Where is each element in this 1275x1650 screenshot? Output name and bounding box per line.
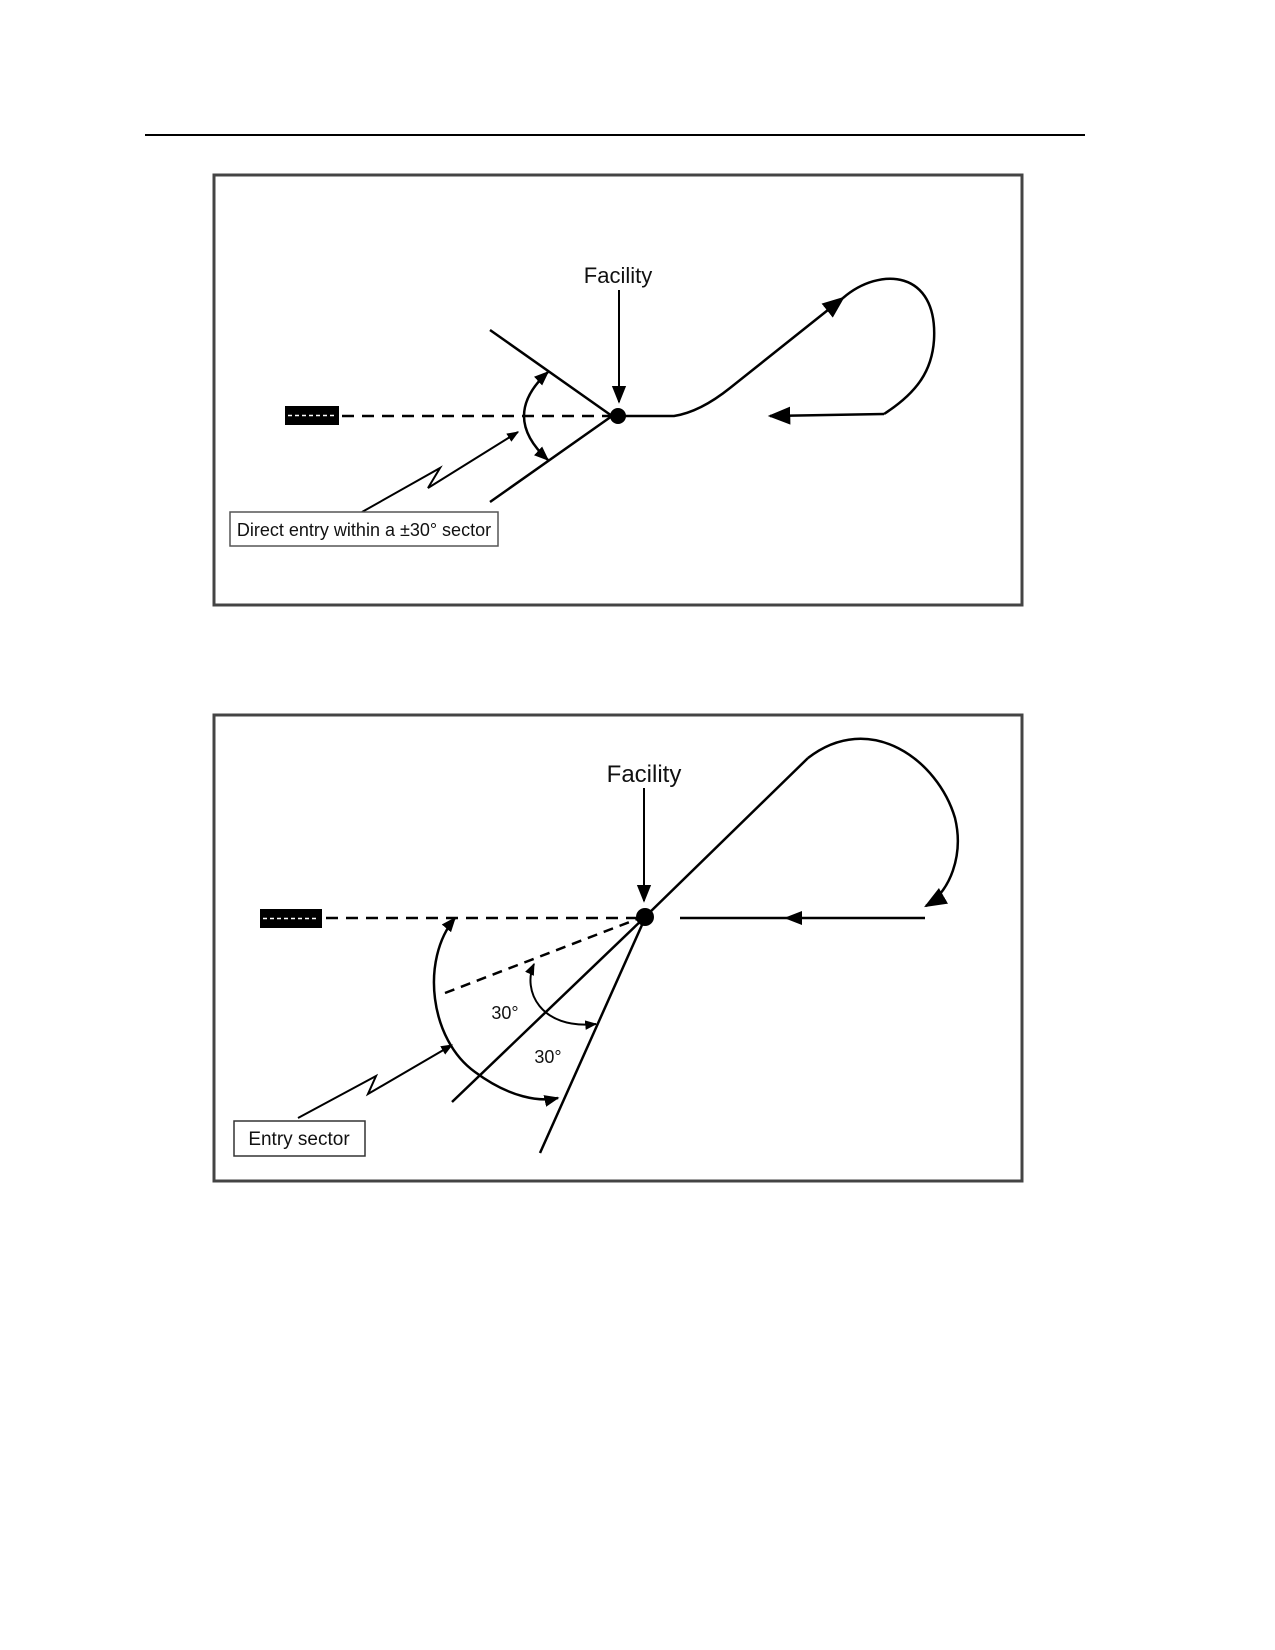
sector-boundary-lower (489, 414, 613, 504)
entry-label-box (233, 1120, 366, 1157)
facility-label: Facility (584, 263, 652, 288)
figure-frame (212, 713, 1024, 1183)
facility-dot (636, 908, 654, 926)
holding-inbound-leg (767, 406, 885, 425)
holding-outbound-leg (618, 296, 845, 418)
inbound-arrowhead (784, 911, 802, 925)
entry-zigzag-arrow (361, 431, 520, 513)
entry-sector-arc (432, 916, 560, 1107)
runway-symbol (285, 406, 339, 425)
holding-outbound-leg (645, 757, 809, 917)
header-rule (145, 134, 1085, 136)
entry-label-box (229, 511, 499, 547)
holding-turn (842, 277, 936, 416)
sector-line-1 (451, 915, 647, 1103)
sector-line-2 (538, 915, 648, 1154)
angle-arc-30 (525, 962, 598, 1030)
sector-arc (522, 370, 550, 462)
reference-dashed-line (444, 916, 641, 995)
sector-boundary-upper (489, 328, 613, 418)
entry-label: Entry sector (248, 1129, 350, 1150)
angle-label-30-b: 30° (534, 1047, 561, 1067)
angle-label-30-a: 30° (491, 1003, 518, 1023)
figure-frame (212, 173, 1024, 607)
holding-turn (807, 737, 959, 908)
entry-zigzag-arrow (297, 1044, 454, 1119)
entry-label: Direct entry within a ±30° sector (237, 520, 491, 540)
facility-label: Facility (607, 761, 682, 788)
runway-symbol (260, 909, 322, 928)
